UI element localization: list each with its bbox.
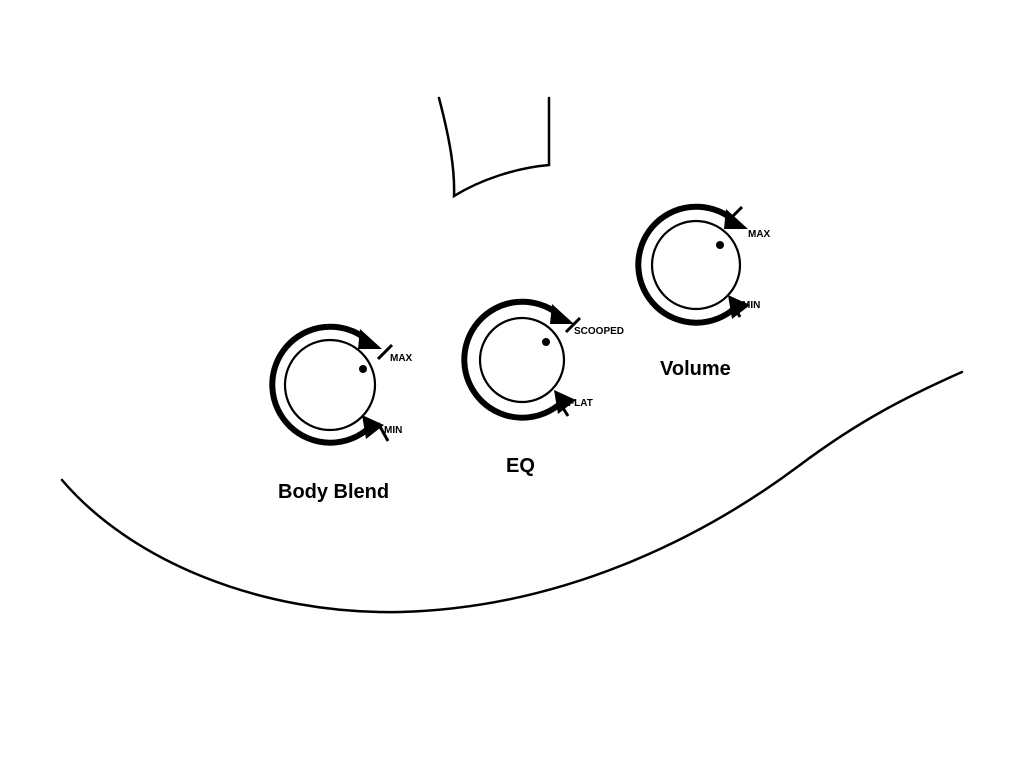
arrow-head-icon bbox=[724, 209, 748, 229]
knob-pointer-dot bbox=[359, 365, 367, 373]
min-tick-mark bbox=[376, 422, 390, 442]
max-tick-mark bbox=[726, 205, 744, 223]
arrow-head-icon bbox=[362, 415, 384, 439]
knob-face[interactable] bbox=[650, 219, 742, 311]
knob-eq[interactable]: SCOOPED FLAT EQ bbox=[461, 298, 624, 477]
knob-range-arc bbox=[269, 323, 373, 446]
min-label: FLAT bbox=[568, 398, 593, 409]
max-tick-mark bbox=[376, 343, 394, 361]
knob-face[interactable] bbox=[478, 316, 566, 404]
knob-range-arc bbox=[635, 203, 739, 326]
neck-pocket-outline bbox=[437, 96, 551, 199]
max-label: MAX bbox=[390, 353, 413, 364]
max-tick-mark bbox=[564, 316, 582, 334]
knob-name-label: Volume bbox=[660, 358, 731, 380]
knob-pointer-dot bbox=[542, 338, 550, 346]
arrow-head-icon bbox=[550, 304, 574, 324]
max-label: SCOOPED bbox=[574, 326, 624, 337]
knob-volume[interactable]: MAX MIN Volume bbox=[635, 203, 771, 380]
min-tick-mark bbox=[728, 298, 742, 318]
arrow-head-icon bbox=[554, 390, 576, 414]
knob-face[interactable] bbox=[283, 338, 377, 432]
min-label: MIN bbox=[742, 300, 760, 311]
knob-range-arc bbox=[461, 298, 565, 421]
knob-name-label: Body Blend bbox=[278, 481, 389, 503]
guitar-body-outline bbox=[60, 370, 964, 614]
arrow-head-icon bbox=[358, 329, 382, 349]
knob-pointer-dot bbox=[716, 241, 724, 249]
min-tick-mark bbox=[556, 399, 570, 417]
knob-name-label: EQ bbox=[506, 455, 535, 477]
min-label: MIN bbox=[384, 425, 402, 436]
max-label: MAX bbox=[748, 229, 771, 240]
arrow-head-icon bbox=[728, 295, 750, 319]
knob-body-blend[interactable]: MAX MIN Body Blend bbox=[269, 323, 413, 503]
